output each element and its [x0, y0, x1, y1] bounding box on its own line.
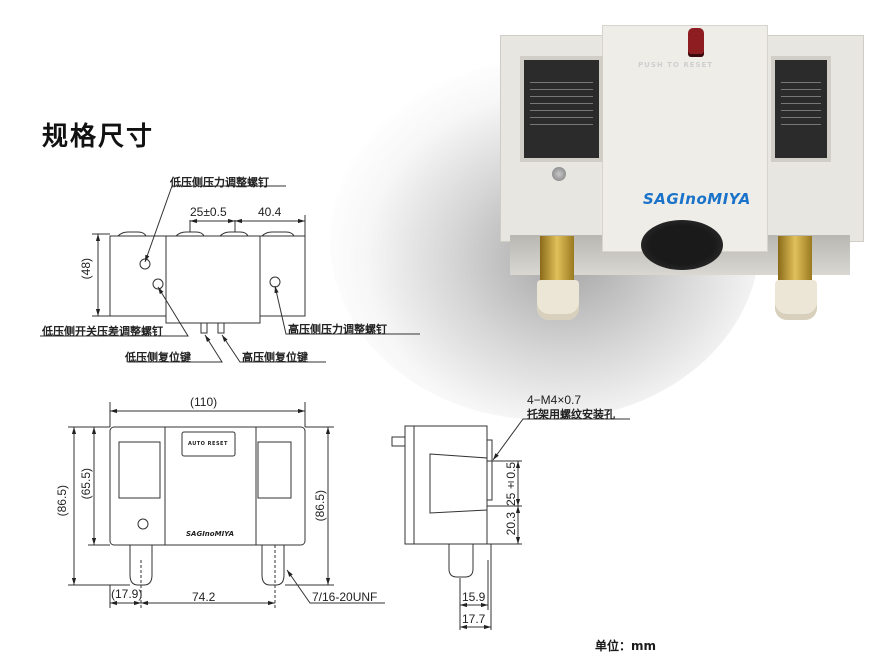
left-brass-fitting [540, 236, 574, 284]
dim-front-offset-left: (17.9) [111, 587, 143, 601]
dim-side-depth-inner: 15.9 [462, 590, 486, 604]
label-high-pressure-adjust-screw: 高压侧压力调整螺钉 [288, 323, 387, 336]
dim-front-height-right: (86.5) [313, 490, 327, 522]
dim-front-thread: 7/16-20UNF [312, 590, 378, 604]
product-photo: PUSH TO RESET SAGInoMIYA [488, 20, 868, 330]
right-port-cap [775, 280, 817, 320]
reset-button [688, 28, 704, 54]
side-callout-mount-holes: 托架用螺纹安装孔 [527, 408, 615, 421]
dim-top-spacing: 25±0.5 [190, 205, 227, 219]
front-panel-auto-reset: AUTO RESET [188, 441, 228, 447]
dim-front-height-inner-left: (65.5) [79, 468, 93, 500]
dim-side-bottom-offset: 20.3 [504, 512, 518, 536]
side-callout-thread: 4−M4×0.7 [527, 393, 582, 407]
dim-side-hole-spacing: 25±0.5 [504, 462, 518, 507]
page-title: 规格尺寸 [42, 122, 155, 152]
unit-label: 单位：mm [595, 639, 657, 653]
label-high-reset-key: 高压侧复位键 [242, 351, 308, 364]
low-pressure-scale-window [520, 56, 603, 162]
dim-front-height-outer-left: (86.5) [55, 485, 69, 517]
front-brand-logo: SAGInoMIYA [186, 530, 234, 538]
right-brass-fitting [778, 236, 812, 284]
center-cover [602, 25, 768, 252]
high-pressure-scale-window [771, 56, 831, 162]
left-port-cap [537, 280, 579, 320]
brand-logo: SAGInoMIYA [643, 190, 751, 208]
dim-top-height: (48) [79, 258, 93, 280]
label-low-reset-key: 低压侧复位键 [125, 351, 191, 364]
label-low-pressure-adjust-screw: 低压侧压力调整螺钉 [170, 176, 269, 189]
dim-top-right-width: 40.4 [258, 205, 282, 219]
label-low-pressure-diff-screw: 低压侧开关压差调整螺钉 [42, 325, 163, 338]
cable-grommet [641, 220, 723, 270]
push-to-reset-text: PUSH TO RESET [638, 61, 714, 69]
screw-icon [552, 167, 566, 181]
dim-side-depth-outer: 17.7 [462, 612, 486, 626]
dim-front-port-spacing: 74.2 [192, 590, 216, 604]
dim-front-width: (110) [190, 395, 218, 409]
